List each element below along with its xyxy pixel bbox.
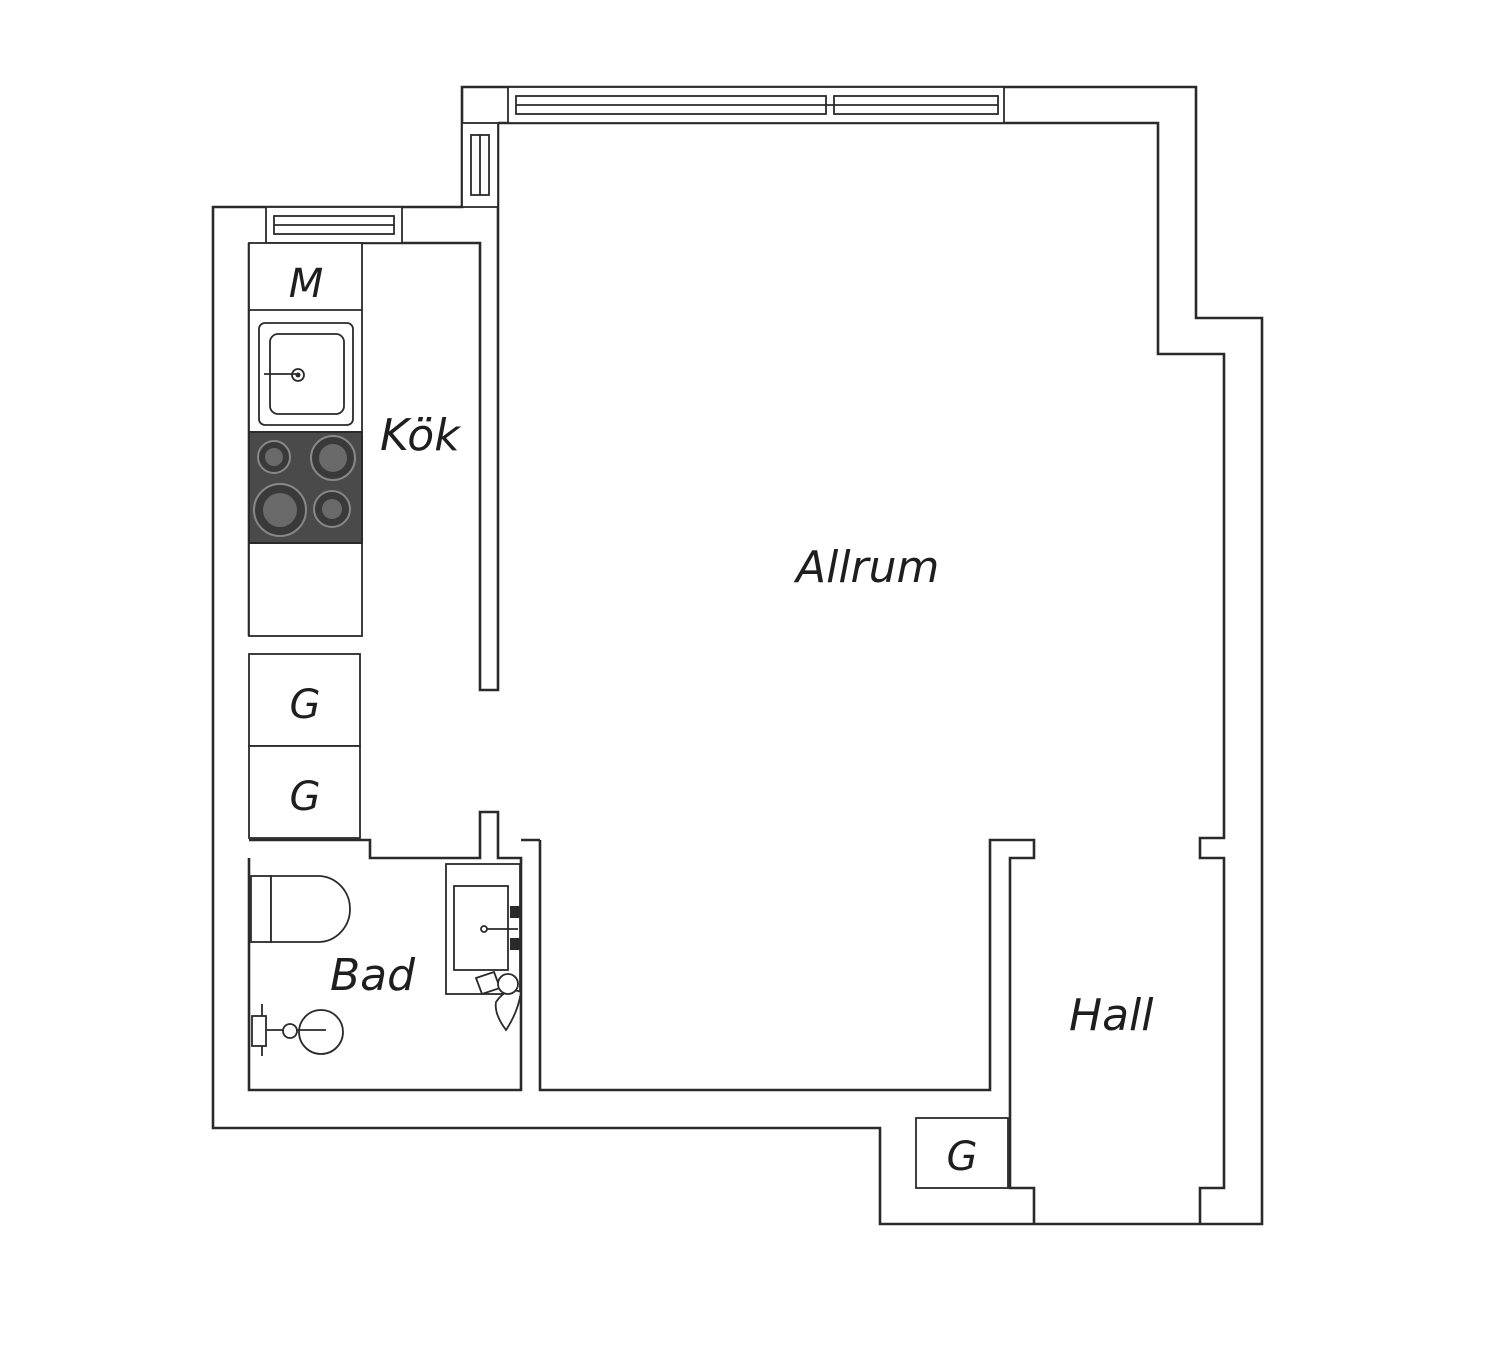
closet-2-label: G: [290, 774, 321, 820]
living-inner-wall: [498, 121, 1226, 1224]
bath-enclosure-wall: [247, 810, 523, 1092]
stove-icon: [248, 431, 363, 544]
outer-wall-outline: [211, 85, 1264, 1226]
closet-hall: [915, 1117, 1009, 1189]
closet-1-label: G: [290, 682, 321, 728]
kitchen-counter: [248, 242, 363, 637]
toilet-icon: [250, 875, 351, 943]
kitchen-partition-wall: [362, 123, 500, 692]
room-label-bath: Bad: [330, 950, 416, 1001]
room-labels: Kök Allrum Bad Hall M G G G: [289, 261, 1155, 1180]
windows: [265, 86, 1005, 244]
room-label-living: Allrum: [793, 542, 939, 593]
microwave-label: M: [289, 261, 324, 307]
shower-icon: [251, 1004, 344, 1056]
bath-sink-icon: [445, 863, 521, 996]
shower-head-icon: [494, 973, 522, 1032]
room-label-kitchen: Kök: [380, 410, 461, 461]
window-top: [507, 86, 1005, 124]
inner-walls: [247, 121, 1226, 1224]
window-kitchen: [265, 206, 403, 244]
outer-walls: [211, 85, 1264, 1226]
closets: [248, 653, 1009, 1189]
kitchen-sink-icon: [258, 322, 354, 426]
room-label-hall: Hall: [1069, 990, 1154, 1041]
closet-hall-label: G: [947, 1134, 978, 1180]
closet-1: [248, 653, 361, 747]
window-corner: [461, 122, 499, 208]
closet-2: [248, 745, 361, 839]
bathroom-fixtures: [250, 863, 522, 1056]
living-south-wall: [538, 838, 1036, 1224]
